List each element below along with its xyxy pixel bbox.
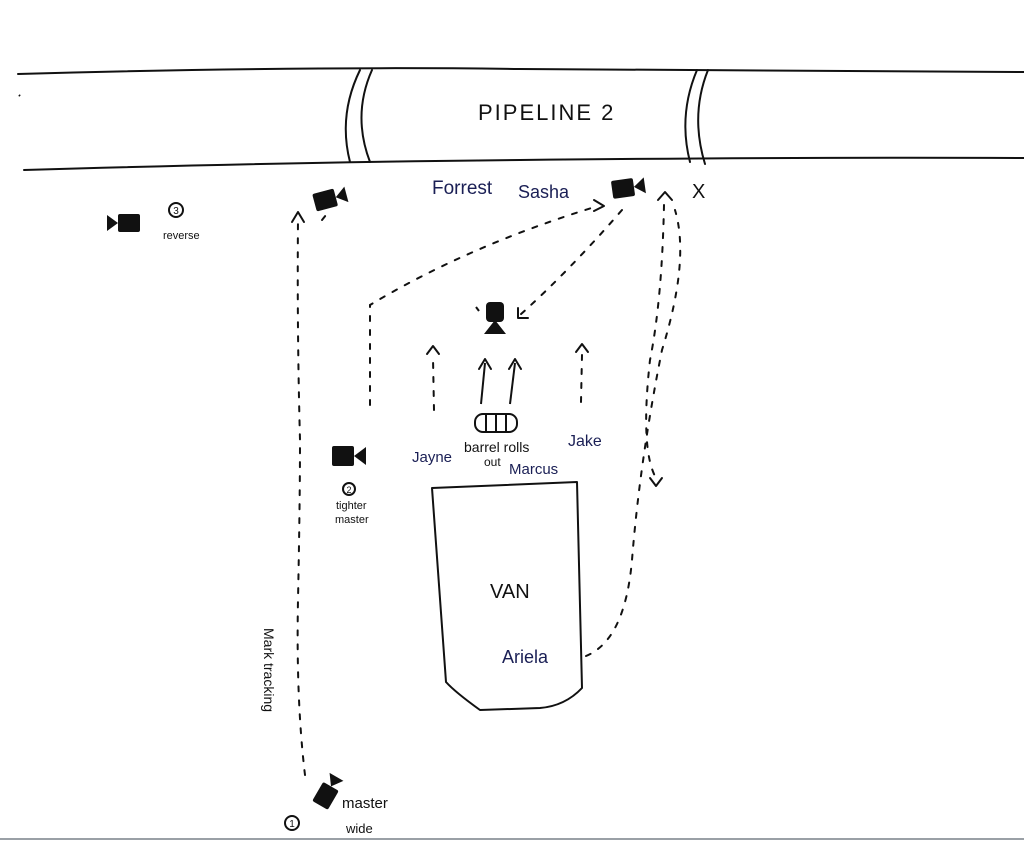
barrel-icon bbox=[474, 413, 518, 433]
barrel-label-line1: barrel rolls bbox=[464, 439, 529, 455]
camera-3-number-circle bbox=[168, 202, 184, 218]
camera-1-label-line1: master bbox=[342, 795, 388, 812]
camera-2-sightline bbox=[369, 205, 599, 406]
camera-2-sightline-arrowhead bbox=[593, 199, 605, 212]
barrel-arrowhead-left bbox=[478, 358, 492, 370]
pipe-joint-left-b bbox=[360, 69, 373, 163]
barrel-arrowhead-right bbox=[508, 358, 522, 370]
jake-label: Jake bbox=[568, 433, 602, 450]
sasha-run-arrowhead-bottom bbox=[649, 477, 663, 487]
pipeline: PIPELINE 2 bbox=[17, 67, 1024, 171]
camera-1-icon bbox=[312, 772, 344, 810]
pipe-joint-right-a bbox=[684, 69, 698, 163]
camera-1-number: 1 bbox=[289, 819, 295, 830]
van-outline bbox=[431, 481, 583, 711]
camera-3-label: reverse bbox=[163, 230, 200, 242]
pipeline-top-edge bbox=[17, 67, 1024, 75]
ariela-run-path bbox=[585, 209, 682, 657]
camera-1-label-line2: wide bbox=[345, 821, 373, 836]
jayne-arrowhead bbox=[426, 345, 440, 355]
camera-2-number-circle bbox=[342, 482, 356, 496]
barrel-label-line2: out bbox=[484, 455, 501, 469]
sasha-to-figure-arrowhead bbox=[517, 307, 529, 319]
tracking-path bbox=[296, 219, 306, 776]
ariela-label: Ariela bbox=[502, 647, 549, 667]
camera-3-number: 3 bbox=[173, 206, 179, 217]
sasha-run-arrowhead-top bbox=[657, 191, 673, 201]
camera-sasha-icon bbox=[611, 177, 646, 199]
pipe-joint-right-b bbox=[697, 69, 709, 165]
mark-x-label: X bbox=[692, 181, 705, 203]
van-label: VAN bbox=[490, 581, 530, 603]
jake-arrowhead bbox=[575, 343, 589, 353]
pipeline-bottom-edge bbox=[23, 156, 1024, 171]
tracking-label: Mark tracking bbox=[261, 628, 277, 712]
pipeline-label: PIPELINE 2 bbox=[478, 100, 615, 125]
camera-2-label-line1: tighter bbox=[336, 500, 367, 512]
jayne-arrow-line bbox=[432, 357, 435, 411]
camera-pipe-left-icon bbox=[312, 186, 349, 212]
barrel-arrow-right bbox=[509, 362, 516, 405]
camera-1-number-circle bbox=[284, 815, 300, 831]
tracking-to-camera-dash bbox=[321, 209, 331, 221]
marcus-label: Marcus bbox=[509, 461, 558, 478]
sasha-run-path bbox=[645, 204, 665, 479]
sasha-label: Sasha bbox=[518, 182, 570, 202]
camera-2-icon bbox=[332, 446, 366, 466]
tracking-arrowhead bbox=[291, 211, 305, 223]
stray-mark bbox=[18, 94, 21, 97]
forrest-label: Forrest bbox=[432, 178, 493, 199]
jayne-label: Jayne bbox=[412, 449, 452, 466]
sasha-to-figure-path bbox=[519, 209, 623, 316]
camera-3-icon bbox=[107, 214, 140, 232]
barrel-arrow-left bbox=[480, 362, 486, 405]
person-figure-icon bbox=[475, 302, 506, 334]
jake-arrow-line bbox=[580, 354, 583, 403]
camera-2-number: 2 bbox=[346, 485, 351, 495]
camera-2-label-line2: master bbox=[335, 514, 369, 526]
pipe-joint-left-a bbox=[344, 69, 361, 163]
